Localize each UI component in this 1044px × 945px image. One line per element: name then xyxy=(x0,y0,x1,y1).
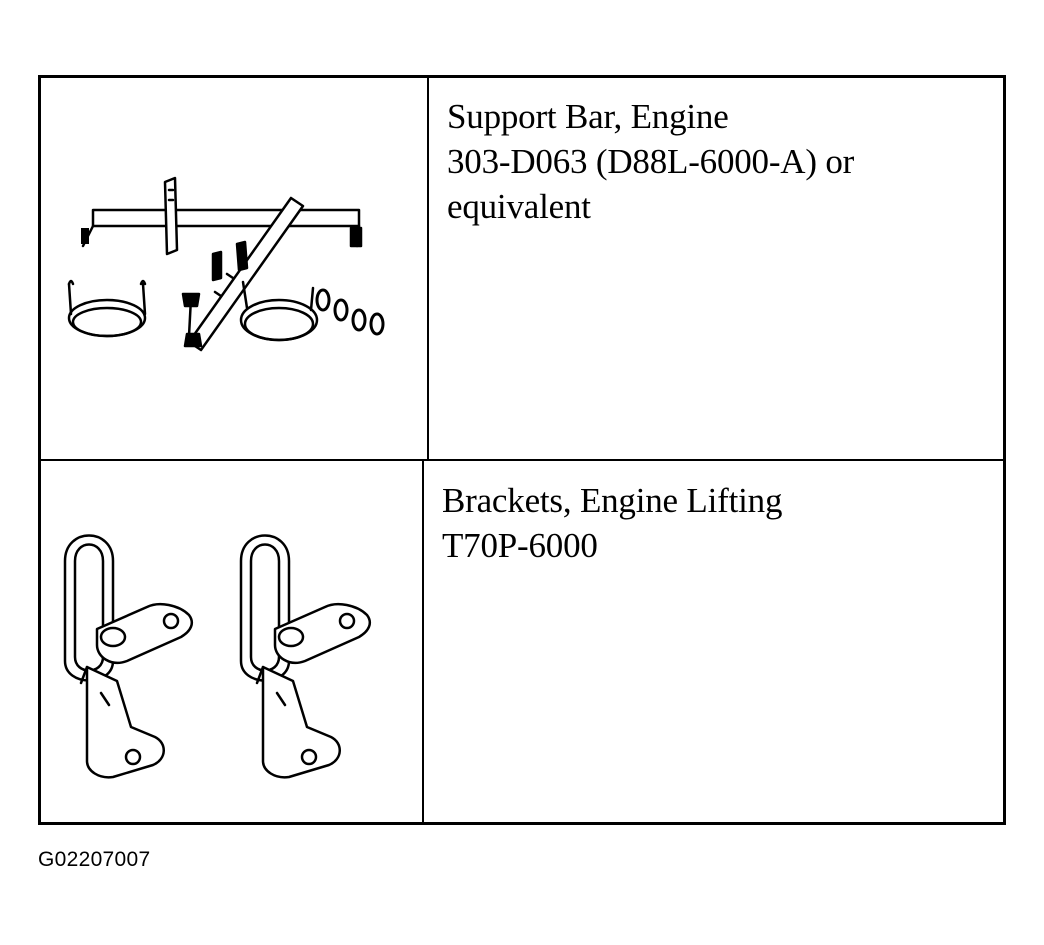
tool-note: equivalent xyxy=(447,187,591,226)
tool-row-lifting-brackets: Brackets, Engine Lifting T70P-6000 xyxy=(41,461,1003,822)
lifting-brackets-description: Brackets, Engine Lifting T70P-6000 xyxy=(424,461,1003,822)
lifting-brackets-illustration-cell xyxy=(41,461,424,822)
figure-id: G02207007 xyxy=(38,848,151,871)
support-bar-illustration-cell xyxy=(41,78,429,459)
engine-lifting-brackets-icon xyxy=(63,534,371,779)
special-tools-table: Support Bar, Engine 303-D063 (D88L-6000-… xyxy=(38,75,1006,825)
engine-support-bar-icon xyxy=(67,176,385,352)
tool-part-number: 303-D063 (D88L-6000-A) or xyxy=(447,142,855,181)
support-bar-description: Support Bar, Engine 303-D063 (D88L-6000-… xyxy=(429,78,1003,459)
tool-part-number: T70P-6000 xyxy=(442,526,598,565)
tool-row-support-bar: Support Bar, Engine 303-D063 (D88L-6000-… xyxy=(41,78,1003,461)
tool-name: Brackets, Engine Lifting xyxy=(442,481,783,520)
tool-name: Support Bar, Engine xyxy=(447,97,729,136)
